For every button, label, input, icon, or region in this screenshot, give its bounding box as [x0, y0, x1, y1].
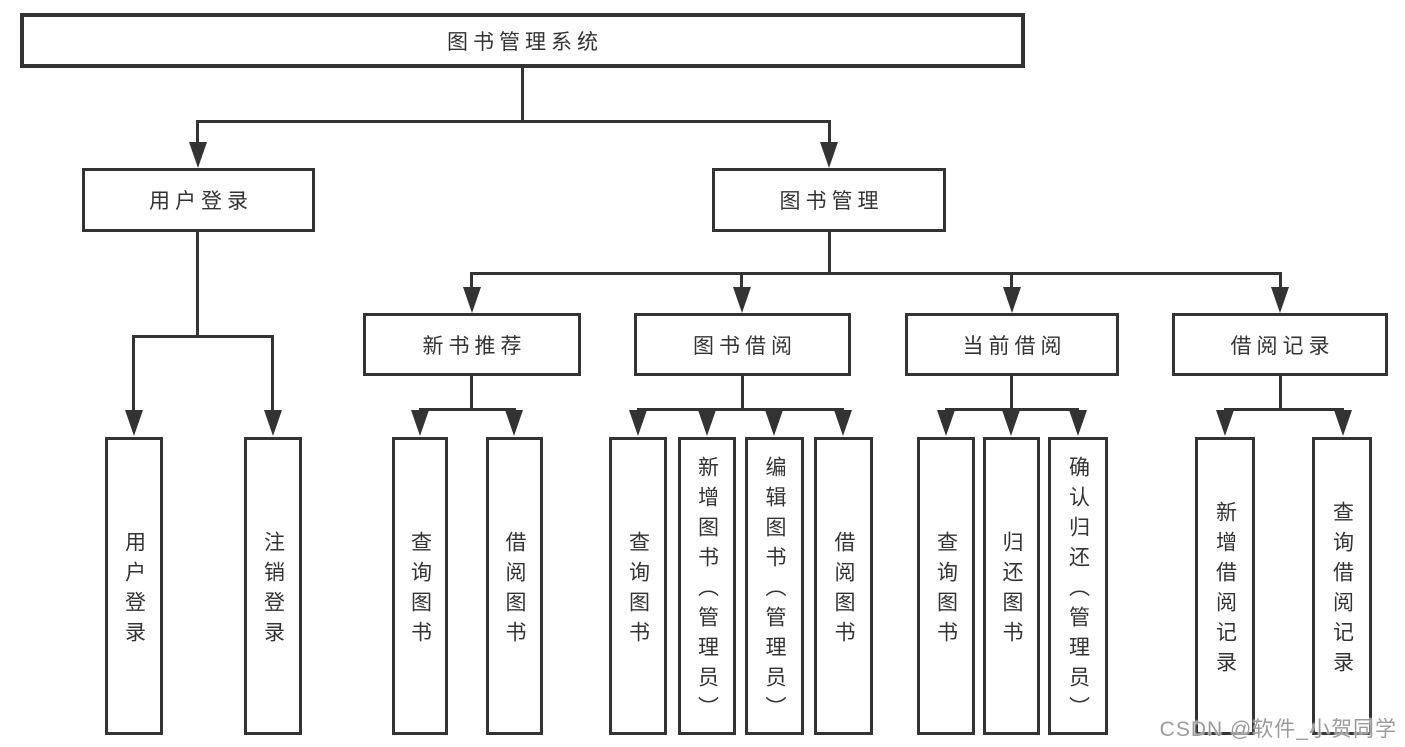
arrowhead-icon	[834, 410, 852, 436]
leaf-label: 新增借阅记录	[1213, 500, 1237, 681]
leaf-add-borrow-record: 新增借阅记录	[1195, 437, 1255, 735]
connector-line	[521, 68, 524, 120]
connector-line	[470, 376, 473, 408]
leaf-label: 用户登录	[122, 530, 146, 651]
node-label: 图书管理系统	[447, 30, 603, 54]
connector-line	[1224, 408, 1344, 411]
arrowhead-icon	[125, 410, 143, 436]
leaf-return-books: 归还图书	[983, 437, 1040, 735]
csdn-watermark: CSDN @软件_小贺同学	[1159, 718, 1397, 741]
leaf-add-books-admin: 新增图书（管理员）	[678, 437, 736, 735]
leaf-borrow-books: 借阅图书	[814, 437, 873, 735]
connector-line	[196, 120, 831, 123]
node-book-management: 图书管理	[712, 168, 946, 232]
node-label: 图书借阅	[693, 334, 797, 358]
arrowhead-icon	[1334, 410, 1352, 436]
node-current-borrow: 当前借阅	[905, 313, 1119, 376]
connector-line	[741, 376, 744, 408]
node-library-management-system: 图书管理系统	[20, 13, 1025, 68]
leaf-query-borrow-record: 查询借阅记录	[1312, 437, 1372, 735]
node-label: 借阅记录	[1230, 334, 1335, 358]
connector-line	[828, 120, 831, 150]
connector-line	[132, 335, 135, 415]
leaf-label: 归还图书	[1000, 530, 1023, 651]
leaf-label: 查询图书	[408, 530, 432, 651]
arrowhead-icon	[733, 287, 751, 313]
arrowhead-icon	[411, 410, 429, 436]
connector-line	[828, 232, 831, 272]
connector-line	[271, 335, 274, 415]
connector-line	[637, 408, 844, 411]
arrowhead-icon	[1216, 410, 1234, 436]
node-borrow-records: 借阅记录	[1172, 313, 1388, 376]
leaf-label: 借阅图书	[503, 530, 526, 651]
leaf-label: 查询图书	[934, 530, 958, 651]
node-book-borrow: 图书借阅	[634, 313, 851, 376]
node-user-login: 用户登录	[82, 168, 315, 232]
node-label: 图书管理	[779, 190, 884, 213]
connector-line	[945, 408, 1079, 411]
arrowhead-icon	[189, 142, 207, 168]
connector-line	[470, 272, 473, 292]
connector-line	[1010, 376, 1013, 408]
leaf-label: 编辑图书（管理员）	[763, 455, 786, 726]
leaf-label: 确认归还（管理员）	[1066, 455, 1090, 726]
leaf-label: 查询图书	[626, 530, 650, 651]
arrowhead-icon	[463, 287, 481, 313]
leaf-query-books-recommend: 查询图书	[392, 437, 448, 735]
leaf-query-books-current: 查询图书	[917, 437, 975, 735]
leaf-logout: 注销登录	[244, 437, 302, 735]
node-label: 用户登录	[149, 190, 253, 213]
leaf-edit-books-admin: 编辑图书（管理员）	[745, 437, 804, 735]
node-label: 新书推荐	[422, 334, 527, 358]
node-new-book-recommend: 新书推荐	[363, 313, 581, 376]
connector-line	[470, 272, 1281, 275]
arrowhead-icon	[1271, 287, 1289, 313]
leaf-query-books-borrow: 查询图书	[609, 437, 667, 735]
leaf-label: 查询借阅记录	[1330, 500, 1354, 681]
arrowhead-icon	[1002, 410, 1020, 436]
arrowhead-icon	[264, 410, 282, 436]
connector-line	[132, 335, 274, 338]
arrowhead-icon	[1069, 410, 1087, 436]
arrowhead-icon	[937, 410, 955, 436]
connector-line	[1279, 272, 1282, 292]
arrowhead-icon	[505, 410, 523, 436]
leaf-label: 借阅图书	[832, 530, 855, 651]
leaf-label: 注销登录	[261, 530, 285, 651]
connector-line	[1010, 272, 1013, 292]
connector-line	[1279, 376, 1282, 408]
arrowhead-icon	[1003, 287, 1021, 313]
arrowhead-icon	[765, 410, 783, 436]
leaf-borrow-books-recommend: 借阅图书	[486, 437, 543, 735]
arrowhead-icon	[820, 142, 838, 168]
arrowhead-icon	[629, 410, 647, 436]
node-label: 当前借阅	[962, 334, 1067, 358]
leaf-confirm-return-admin: 确认归还（管理员）	[1048, 437, 1108, 735]
connector-line	[196, 120, 199, 150]
connector-line	[740, 272, 743, 292]
connector-line	[419, 408, 516, 411]
connector-line	[196, 232, 199, 337]
leaf-user-login: 用户登录	[105, 437, 163, 735]
leaf-label: 新增图书（管理员）	[695, 455, 719, 726]
arrowhead-icon	[698, 410, 716, 436]
